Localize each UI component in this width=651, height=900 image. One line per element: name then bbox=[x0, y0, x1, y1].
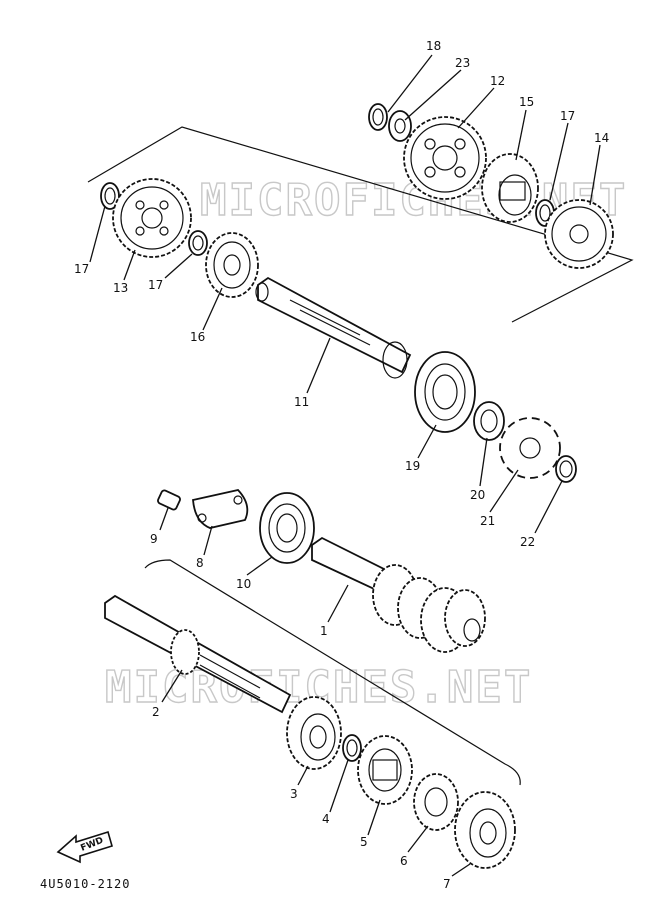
part-22-circlip bbox=[555, 455, 577, 483]
part-4-circlip bbox=[342, 734, 362, 762]
part-16-gear bbox=[205, 232, 259, 298]
label-23: 23 bbox=[455, 56, 470, 70]
label-11: 11 bbox=[294, 395, 309, 409]
label-1: 1 bbox=[320, 624, 328, 638]
part-6-gear bbox=[413, 773, 459, 831]
label-15: 15 bbox=[519, 95, 534, 109]
label-13: 13 bbox=[113, 281, 128, 295]
upper-bracket-frame bbox=[87, 126, 634, 323]
part-13-gear bbox=[112, 178, 192, 258]
label-12: 12 bbox=[490, 74, 505, 88]
label-22: 22 bbox=[520, 535, 535, 549]
part-21-sprocket bbox=[499, 417, 561, 479]
part-23-washer bbox=[388, 110, 412, 142]
part-12-gear bbox=[403, 116, 487, 200]
leader-lines bbox=[89, 54, 601, 877]
label-3: 3 bbox=[290, 787, 298, 801]
part-17b-circlip bbox=[188, 230, 208, 256]
label-9: 9 bbox=[150, 532, 158, 546]
part-9-bolt bbox=[157, 489, 181, 511]
part-8-plate bbox=[192, 489, 249, 529]
label-20: 20 bbox=[470, 488, 485, 502]
label-6: 6 bbox=[400, 854, 408, 868]
label-5: 5 bbox=[360, 835, 368, 849]
part-1-shaft-assembly bbox=[311, 536, 486, 653]
part-15-gear bbox=[481, 153, 539, 223]
part-5-gear bbox=[357, 735, 413, 805]
label-21: 21 bbox=[480, 514, 495, 528]
diagram-code: 4U5010-2120 bbox=[40, 877, 130, 891]
label-16: 16 bbox=[190, 330, 205, 344]
part-18-circlip bbox=[368, 103, 388, 131]
part-7-gear bbox=[454, 791, 516, 869]
label-17-middle: 17 bbox=[148, 278, 163, 292]
label-7: 7 bbox=[443, 877, 451, 891]
lower-bracket bbox=[144, 559, 521, 786]
label-14: 14 bbox=[594, 131, 609, 145]
fwd-arrow-icon: FWD bbox=[56, 830, 113, 864]
label-4: 4 bbox=[322, 812, 330, 826]
part-14-gear bbox=[544, 199, 614, 269]
part-2-shaft bbox=[104, 594, 292, 714]
label-8: 8 bbox=[196, 556, 204, 570]
part-3-gear bbox=[286, 696, 342, 770]
label-19: 19 bbox=[405, 459, 420, 473]
label-17-left: 17 bbox=[74, 262, 89, 276]
label-10: 10 bbox=[236, 577, 251, 591]
label-17-right: 17 bbox=[560, 109, 575, 123]
label-2: 2 bbox=[152, 705, 160, 719]
part-11-shaft bbox=[255, 276, 412, 379]
label-18: 18 bbox=[426, 39, 441, 53]
part-10-bearing bbox=[259, 492, 315, 564]
part-19-bearing bbox=[414, 351, 476, 433]
part-20-collar bbox=[473, 401, 505, 441]
